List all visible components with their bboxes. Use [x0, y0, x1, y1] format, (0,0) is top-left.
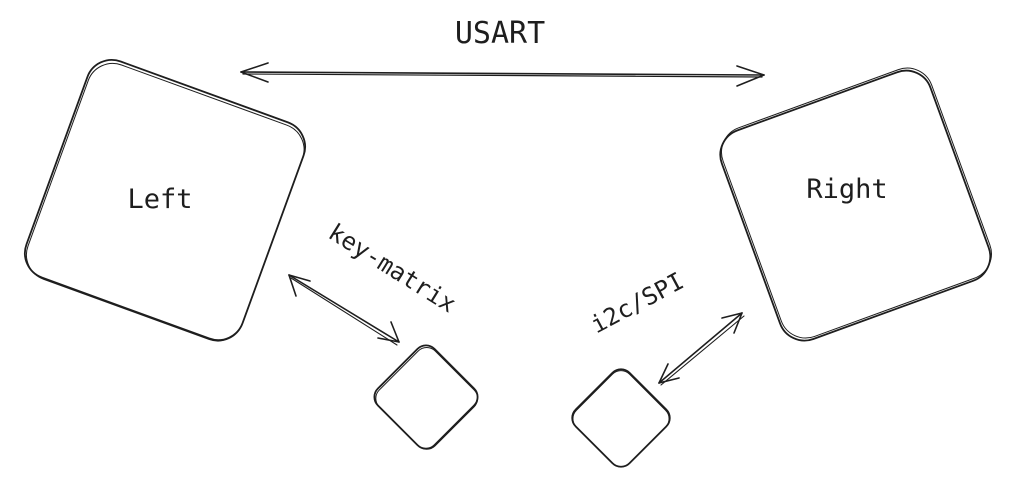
right-node[interactable]	[712, 61, 999, 348]
key-matrix-label: key-matrix	[324, 218, 461, 318]
usart-connector	[240, 62, 765, 87]
i2c-spi-connector	[658, 312, 745, 386]
i2c-spi-label: i2c/SPI	[586, 267, 688, 339]
usart-label: USART	[455, 16, 545, 51]
left-node-label: Left	[127, 184, 192, 215]
right-node-label: Right	[806, 174, 887, 205]
key-matrix-connector	[288, 274, 400, 346]
right-small-node[interactable]	[567, 364, 674, 471]
left-node[interactable]	[17, 53, 312, 349]
left-small-node[interactable]	[369, 340, 483, 454]
